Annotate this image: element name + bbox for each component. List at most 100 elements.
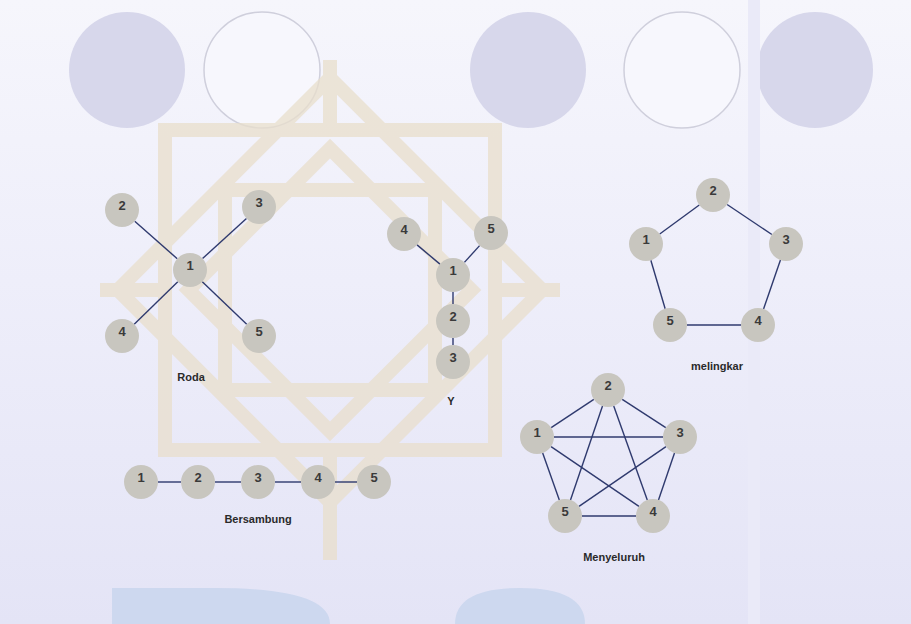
communication-link <box>660 205 700 234</box>
member-number: 4 <box>636 499 670 533</box>
member-circle-fill <box>105 319 139 353</box>
network-member-circle: 5 <box>548 499 582 533</box>
communication-link <box>727 204 772 234</box>
member-circle-fill <box>520 420 554 454</box>
communication-link <box>651 260 665 308</box>
network-member-circle: 3 <box>241 465 275 499</box>
member-circle-fill <box>436 304 470 338</box>
member-circle-fill <box>436 345 470 379</box>
member-number: 4 <box>387 217 421 251</box>
network-type-label: Bersambung <box>224 513 291 525</box>
network-member-circle: 3 <box>436 345 470 379</box>
communication-link <box>614 406 648 500</box>
member-circle-fill <box>629 227 663 261</box>
member-circle-fill <box>436 258 470 292</box>
network-member-circle: 5 <box>653 308 687 342</box>
communication-link <box>543 453 560 500</box>
network-type-label: Y <box>447 395 454 407</box>
member-circle-fill <box>636 499 670 533</box>
member-number: 2 <box>436 304 470 338</box>
network-member-circle: 5 <box>357 465 391 499</box>
member-number: 1 <box>629 227 663 261</box>
member-number: 5 <box>474 216 508 250</box>
member-circle-fill <box>357 465 391 499</box>
network-member-circle: 3 <box>769 227 803 261</box>
network-type-label: melingkar <box>691 360 743 372</box>
member-number: 5 <box>242 319 276 353</box>
member-number: 2 <box>105 193 139 227</box>
network-type-label: Roda <box>177 371 205 383</box>
deco-circle <box>757 12 873 128</box>
member-circle-fill <box>242 319 276 353</box>
member-number: 3 <box>769 227 803 261</box>
communication-link <box>202 282 246 324</box>
member-circle-fill <box>663 420 697 454</box>
member-number: 4 <box>301 465 335 499</box>
member-number: 3 <box>242 190 276 224</box>
network-member-circle: 5 <box>474 216 508 250</box>
communication-link <box>764 260 781 309</box>
member-number: 3 <box>436 345 470 379</box>
communication-link <box>551 399 594 427</box>
watermark-square <box>165 130 495 450</box>
deco-circle <box>470 12 586 128</box>
network-member-circle: 4 <box>741 308 775 342</box>
member-circle-fill <box>591 373 625 407</box>
network-member-circle: 2 <box>436 304 470 338</box>
member-circle-fill <box>741 308 775 342</box>
communication-link <box>335 481 357 482</box>
member-number: 4 <box>741 308 775 342</box>
network-member-circle: 5 <box>242 319 276 353</box>
logo-shape <box>112 588 330 624</box>
member-circle-fill <box>769 227 803 261</box>
member-circle-fill <box>241 465 275 499</box>
member-number: 5 <box>548 499 582 533</box>
member-number: 5 <box>357 465 391 499</box>
member-number: 2 <box>696 178 730 212</box>
member-circle-fill <box>181 465 215 499</box>
network-member-circle: 1 <box>124 465 158 499</box>
communication-link <box>464 246 479 263</box>
watermark-square <box>118 78 542 502</box>
network-member-circle: 1 <box>520 420 554 454</box>
communication-link <box>452 338 453 345</box>
watermark-square <box>225 190 435 390</box>
member-circle-fill <box>173 253 207 287</box>
communication-link <box>554 436 663 437</box>
network-member-circle: 2 <box>105 193 139 227</box>
logo-shape <box>455 588 585 624</box>
network-member-circle: 3 <box>663 420 697 454</box>
communication-link <box>582 515 636 516</box>
network-member-circle: 1 <box>173 253 207 287</box>
member-number: 1 <box>173 253 207 287</box>
communication-link <box>658 453 674 500</box>
communication-link <box>622 399 666 427</box>
member-circle-fill <box>548 499 582 533</box>
communication-link <box>551 447 639 507</box>
member-circle-fill <box>242 190 276 224</box>
communication-link <box>275 481 301 482</box>
communication-link <box>452 292 453 304</box>
member-circle-fill <box>474 216 508 250</box>
bottom-logo-shapes <box>112 0 760 624</box>
member-circle-fill <box>301 465 335 499</box>
communication-link <box>417 245 440 264</box>
network-member-circle: 4 <box>301 465 335 499</box>
member-number: 2 <box>181 465 215 499</box>
member-circle-fill <box>124 465 158 499</box>
communication-link <box>158 481 181 482</box>
member-circle-fill <box>387 217 421 251</box>
communication-link <box>579 447 666 507</box>
member-number: 5 <box>653 308 687 342</box>
communication-link <box>203 218 247 258</box>
network-member-circle: 3 <box>242 190 276 224</box>
member-number: 1 <box>520 420 554 454</box>
member-number: 1 <box>436 258 470 292</box>
network-type-label: Menyeluruh <box>583 551 645 563</box>
watermark-pattern <box>100 60 560 560</box>
network-member-circle: 2 <box>181 465 215 499</box>
communication-link <box>570 406 602 500</box>
communication-link <box>215 481 241 482</box>
network-member-circle: 4 <box>105 319 139 353</box>
communication-link <box>134 282 178 324</box>
